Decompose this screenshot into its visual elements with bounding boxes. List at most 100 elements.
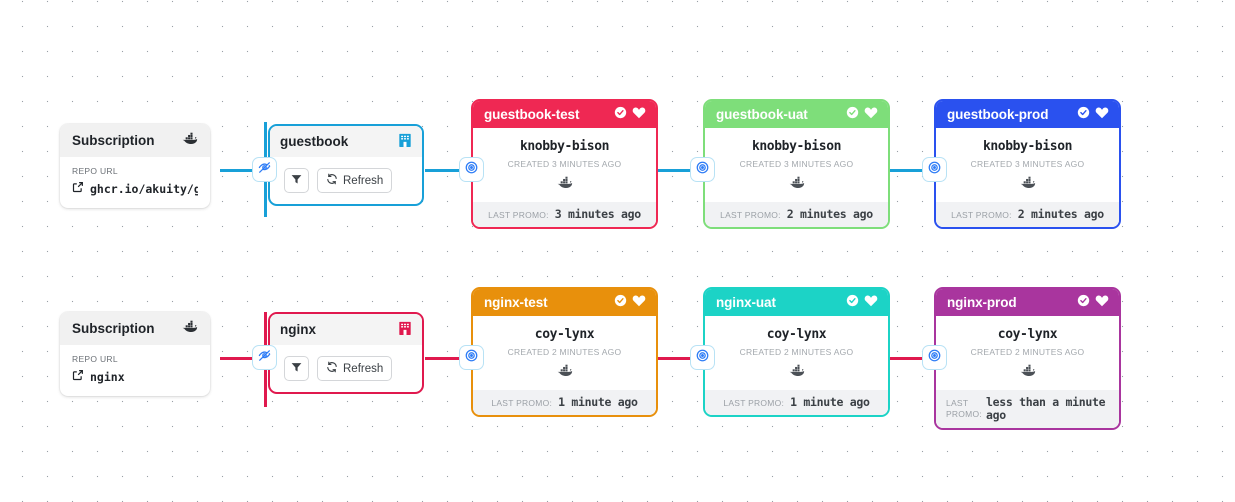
edge-test-to-uat-nginx [657,357,704,360]
heart-icon[interactable] [632,294,646,312]
check-circle-icon [614,106,627,124]
check-circle-icon [846,106,859,124]
subscription-card-guestbook[interactable]: Subscription REPO URL [60,124,210,208]
refresh-button[interactable]: Refresh [317,356,393,381]
subscription-card-header: Subscription [60,312,210,345]
freight-name: coy-lynx [766,327,827,342]
warehouse-card-body: Refresh [270,157,422,204]
target-icon [927,348,942,368]
stage-card-body: knobby-bison CREATED 3 MINUTES AGO [473,128,656,202]
refresh-label: Refresh [343,362,384,375]
stage-node-guestbook-prod[interactable] [922,157,947,182]
heart-icon[interactable] [864,106,878,124]
stage-name: nginx-uat [716,295,776,310]
stage-card-body: knobby-bison CREATED 3 MINUTES AGO [705,128,888,202]
last-promo-value: 1 minute ago [558,395,638,409]
freight-name: coy-lynx [997,327,1058,342]
check-circle-icon [1077,106,1090,124]
refresh-button[interactable]: Refresh [317,168,393,193]
heart-icon[interactable] [864,294,878,312]
repo-url-text: ghcr.io/akuity/g… [90,181,198,196]
last-promo-value: 3 minutes ago [554,207,641,221]
warehouse-name: guestbook [280,134,349,149]
warehouse-card-nginx[interactable]: nginx [268,312,424,394]
stage-card-footer: LAST PROMO: 2 minutes ago [705,202,888,227]
docker-icon [713,364,880,382]
repo-url-label: REPO URL [72,354,118,364]
subscription-card-nginx[interactable]: Subscription REPO URL [60,312,210,396]
repo-url-link[interactable]: ghcr.io/akuity/g… [72,181,198,196]
eye-off-icon [257,348,272,368]
filter-button[interactable] [284,356,309,381]
stage-card-nginx-prod[interactable]: nginx-prod coy-lynx CREATED 2 MINUTES AG… [934,287,1121,430]
stage-name: guestbook-test [484,107,580,122]
docker-icon [481,364,648,382]
stage-card-guestbook-prod[interactable]: guestbook-prod knobby-bison CREATED 3 MI… [934,99,1121,229]
warehouse-card-body: Refresh [270,345,422,392]
repo-url-link[interactable]: nginx [72,369,198,384]
last-promo-value: 2 minutes ago [786,207,873,221]
freight-created: CREATED 2 MINUTES AGO [739,347,854,357]
docker-icon [713,176,880,194]
stage-card-header: nginx-prod [936,289,1119,316]
stage-name: guestbook-prod [947,107,1049,122]
last-promo-label: LAST PROMO: [491,398,553,408]
target-icon [927,160,942,180]
filter-button[interactable] [284,168,309,193]
stage-card-nginx-test[interactable]: nginx-test coy-lynx CREATED 2 MINUTES AG… [471,287,658,417]
stage-card-body: knobby-bison CREATED 3 MINUTES AGO [936,128,1119,202]
edge-test-to-uat-guestbook [657,169,704,172]
repo-url-label: REPO URL [72,166,118,176]
freight-created: CREATED 3 MINUTES AGO [507,159,622,169]
target-icon [695,160,710,180]
warehouse-card-header: nginx [270,314,422,345]
stage-node-nginx-prod[interactable] [922,345,947,370]
stage-name: guestbook-uat [716,107,808,122]
freight-created: CREATED 2 MINUTES AGO [507,347,622,357]
heart-icon[interactable] [632,106,646,124]
filter-icon [291,172,302,190]
stage-name: nginx-test [484,295,548,310]
edge-subscription-to-warehouse-nginx [220,357,273,360]
hidden-subscriptions-node-nginx[interactable] [252,345,277,370]
stage-card-footer: LAST PROMO: 1 minute ago [473,390,656,415]
refresh-icon [326,361,338,376]
stage-card-guestbook-test[interactable]: guestbook-test knobby-bison CREATED 3 MI… [471,99,658,229]
last-promo-label: LAST PROMO: [720,210,781,220]
warehouse-card-guestbook[interactable]: guestbook [268,124,424,206]
docker-icon [944,364,1111,382]
stage-card-footer: LAST PROMO: 3 minutes ago [473,202,656,227]
eye-off-icon [257,160,272,180]
stage-card-header: guestbook-uat [705,101,888,128]
heart-icon[interactable] [1095,294,1109,312]
docker-icon [944,176,1111,194]
external-link-icon [72,369,84,384]
subscription-title: Subscription [72,133,155,148]
stage-card-nginx-uat[interactable]: nginx-uat coy-lynx CREATED 2 MINUTES AGO [703,287,890,417]
hidden-subscriptions-node-guestbook[interactable] [252,157,277,182]
warehouse-icon [398,132,412,152]
freight-name: coy-lynx [534,327,595,342]
stage-node-guestbook-uat[interactable] [690,157,715,182]
edge-subscription-to-warehouse-guestbook [220,169,273,172]
stage-node-nginx-test[interactable] [459,345,484,370]
subscription-card-body: REPO URL ghcr.io/akuity/g… [60,157,210,208]
target-icon [464,160,479,180]
refresh-label: Refresh [343,174,384,187]
heart-icon[interactable] [1095,106,1109,124]
subscription-card-header: Subscription [60,124,210,157]
repo-url-text: nginx [90,369,125,384]
stage-node-nginx-uat[interactable] [690,345,715,370]
check-circle-icon [1077,294,1090,312]
warehouse-icon [398,320,412,340]
stage-node-guestbook-test[interactable] [459,157,484,182]
last-promo-value: 1 minute ago [790,395,870,409]
subscription-card-body: REPO URL nginx [60,345,210,396]
stage-card-footer: LAST PROMO: less than a minute ago [936,390,1119,428]
stage-card-guestbook-uat[interactable]: guestbook-uat knobby-bison CREATED 3 MIN… [703,99,890,229]
freight-created: CREATED 3 MINUTES AGO [970,159,1085,169]
stage-card-header: guestbook-test [473,101,656,128]
last-promo-label: LAST PROMO: [723,398,785,408]
last-promo-label: LAST PROMO: [488,210,549,220]
